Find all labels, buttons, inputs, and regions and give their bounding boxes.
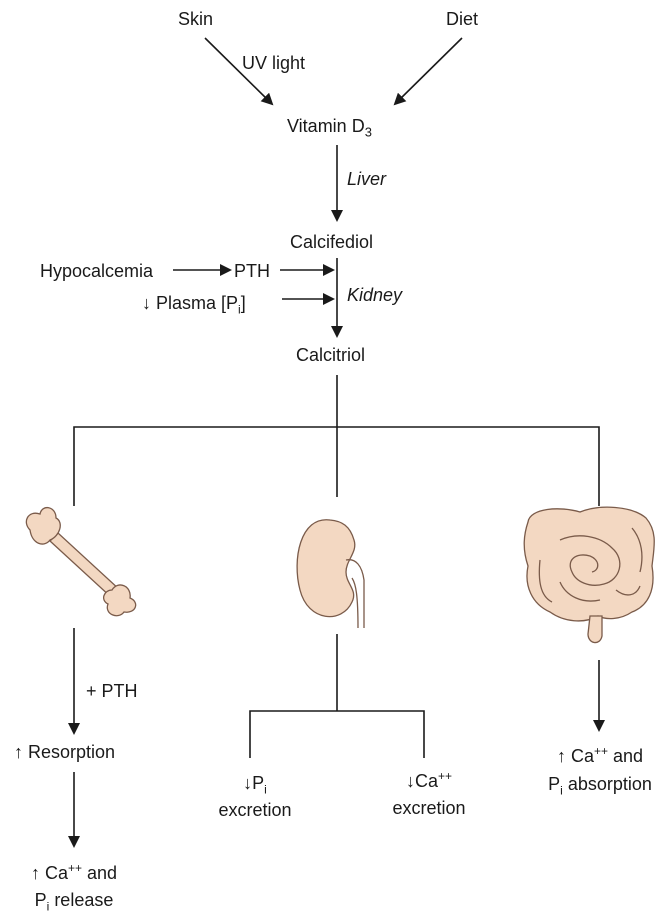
arrow-skin-to-vitd: [204, 37, 274, 106]
vitamin-d3-label: Vitamin D3: [287, 115, 372, 140]
vitamin-d3-subscript: 3: [364, 124, 372, 140]
plasma-pi-pre: ↓ Plasma [P: [142, 293, 239, 313]
skin-label: Skin: [178, 9, 214, 29]
resorption-label: ↑ Resorption: [14, 742, 116, 762]
gut-absorption-text: absorption: [562, 774, 652, 794]
bone-release-text: release: [49, 890, 114, 910]
bone-release-p-sub: i: [46, 899, 50, 914]
pi-excretion-label: ↓Pi excretion: [200, 770, 310, 824]
gut-absorption-sub: i: [560, 783, 563, 798]
pth-label: PTH: [234, 261, 270, 281]
gut-absorption-ca: ↑ Ca: [556, 746, 594, 766]
diet-label: Diet: [446, 9, 479, 29]
bone-release-p: P: [34, 890, 47, 910]
uv-light-label: UV light: [242, 53, 306, 73]
bone-release-and: and: [81, 863, 118, 883]
gut-absorption-p: P: [548, 774, 561, 794]
bone-release-line2: Pi release: [4, 887, 144, 914]
kidney-branch: [249, 710, 425, 758]
calcifediol-label: Calcifediol: [290, 232, 374, 252]
bone-release-label: ↑ Ca++ and Pi release: [4, 860, 144, 914]
branch-bar: [73, 426, 600, 506]
gut-absorption-sup: ++: [593, 744, 608, 758]
ca-excretion-sup: ++: [438, 769, 453, 783]
plus-pth-label: + PTH: [86, 681, 138, 701]
kidney-illustration: [296, 519, 365, 629]
gut-absorption-and: and: [607, 746, 644, 766]
hypocalcemia-label: Hypocalcemia: [40, 261, 154, 281]
liver-label: Liver: [347, 169, 387, 189]
pi-excretion-p: ↓P: [243, 773, 265, 793]
bone-release-ca: ↑ Ca: [30, 863, 68, 883]
ca-excretion-line1: ↓Ca++: [374, 768, 484, 795]
kidney-organ-label: Kidney: [347, 285, 403, 305]
bone-illustration: [25, 507, 137, 617]
bone-release-line1: ↑ Ca++ and: [4, 860, 144, 887]
gut-absorption-line2: Pi absorption: [520, 770, 667, 798]
pi-excretion-line2: excretion: [218, 800, 292, 820]
ca-excretion-line2: excretion: [392, 798, 466, 818]
plasma-pi-label: ↓ Plasma [Pi]: [142, 292, 246, 317]
vitamin-d3-text: Vitamin D: [287, 116, 365, 136]
pi-excretion-line1: ↓Pi: [200, 770, 310, 797]
ca-excretion-label: ↓Ca++ excretion: [374, 768, 484, 822]
gut-absorption-line1: ↑ Ca++ and: [520, 742, 667, 770]
plasma-pi-subscript: i: [238, 302, 241, 317]
plasma-pi-post: ]: [240, 293, 246, 313]
pi-excretion-sub: i: [264, 782, 267, 797]
intestine-illustration: [523, 506, 655, 644]
gut-absorption-label: ↑ Ca++ and Pi absorption: [520, 742, 667, 798]
bone-release-ca-sup: ++: [67, 861, 82, 875]
calcitriol-label: Calcitriol: [296, 345, 366, 365]
ca-excretion-ca: ↓Ca: [405, 771, 438, 791]
arrow-diet-to-vitd: [393, 37, 463, 106]
